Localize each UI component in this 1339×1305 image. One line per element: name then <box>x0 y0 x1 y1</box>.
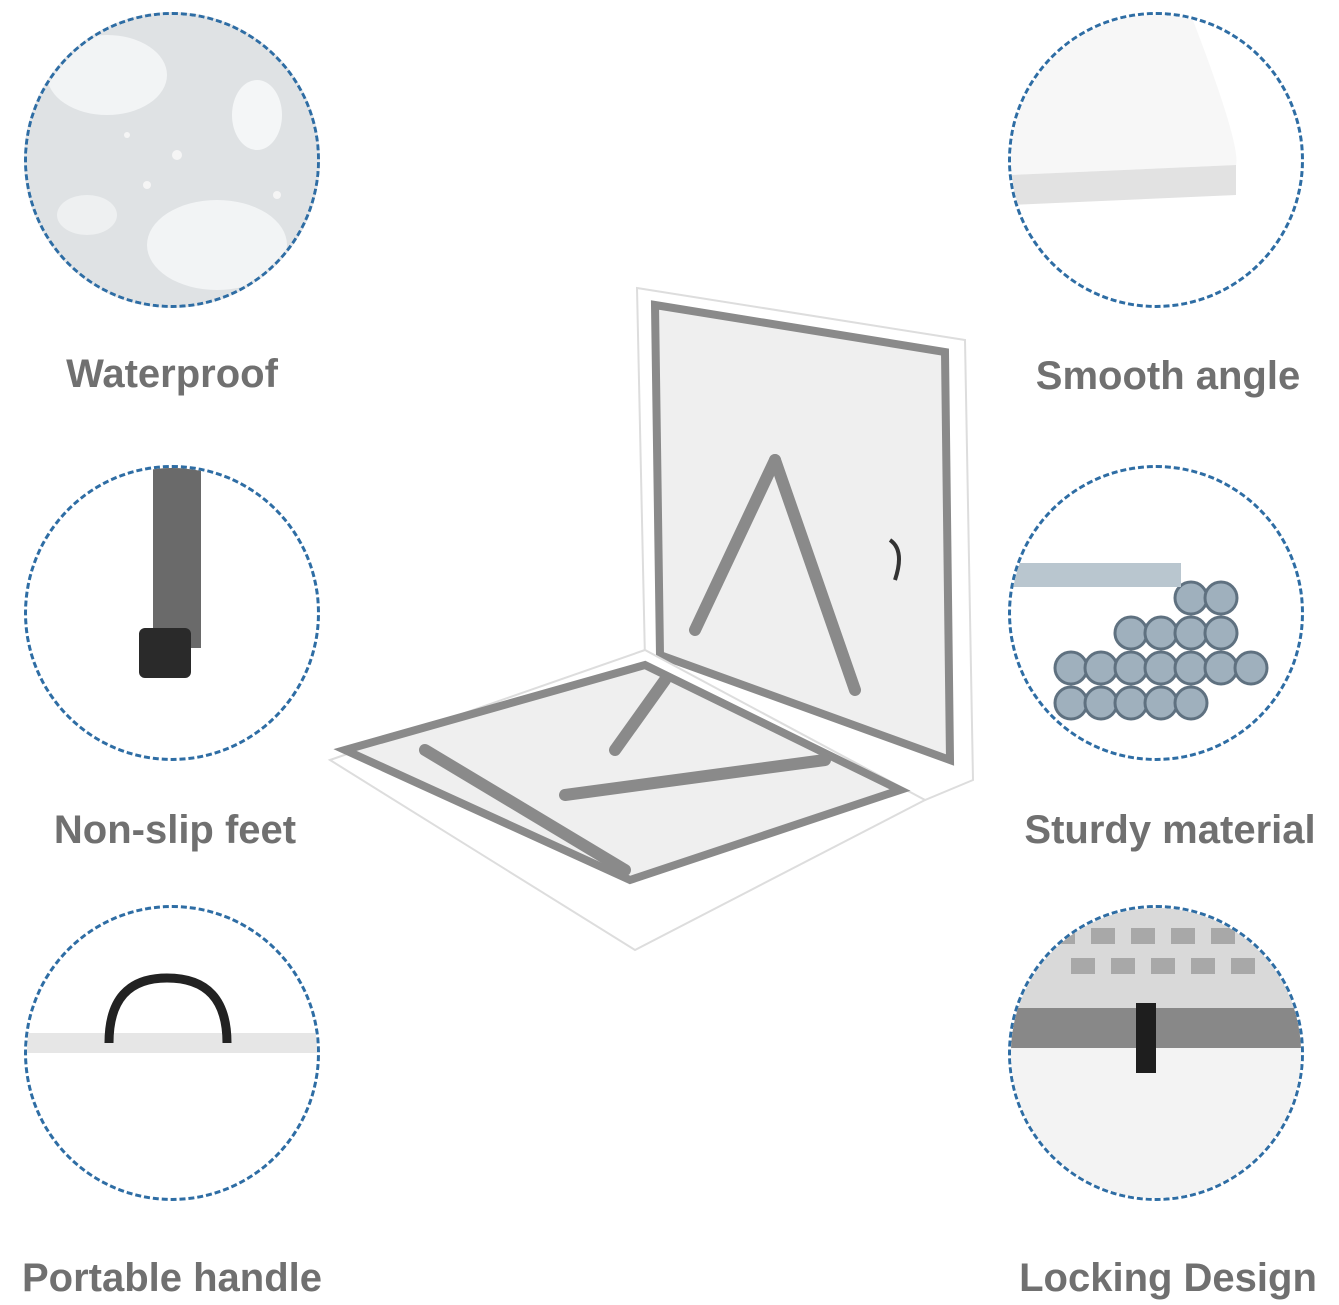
waterproof-detail-image <box>24 12 320 308</box>
folded-table-image <box>327 286 975 952</box>
non-slip-feet-detail-image <box>24 465 320 761</box>
feature-label-non-slip-feet: Non-slip feet <box>53 808 297 852</box>
table-leg-foot-icon <box>139 468 201 678</box>
steel-tubes-icon <box>1011 563 1269 721</box>
feature-label-locking-design: Locking Design <box>1019 1256 1317 1300</box>
sturdy-material-detail-image <box>1008 465 1304 761</box>
feature-label-portable-handle: Portable handle <box>21 1256 323 1300</box>
rounded-corner-icon <box>1011 15 1237 205</box>
feature-label-waterproof: Waterproof <box>66 352 278 396</box>
lock-clip-icon <box>1011 908 1301 1198</box>
carry-handle-icon <box>27 973 317 1053</box>
feature-label-sturdy-material: Sturdy material <box>1024 808 1316 852</box>
water-droplets-icon <box>27 15 317 305</box>
portable-handle-detail-image <box>24 905 320 1201</box>
feature-label-smooth-angle: Smooth angle <box>1035 354 1301 398</box>
smooth-angle-detail-image <box>1008 12 1304 308</box>
locking-design-detail-image <box>1008 905 1304 1201</box>
